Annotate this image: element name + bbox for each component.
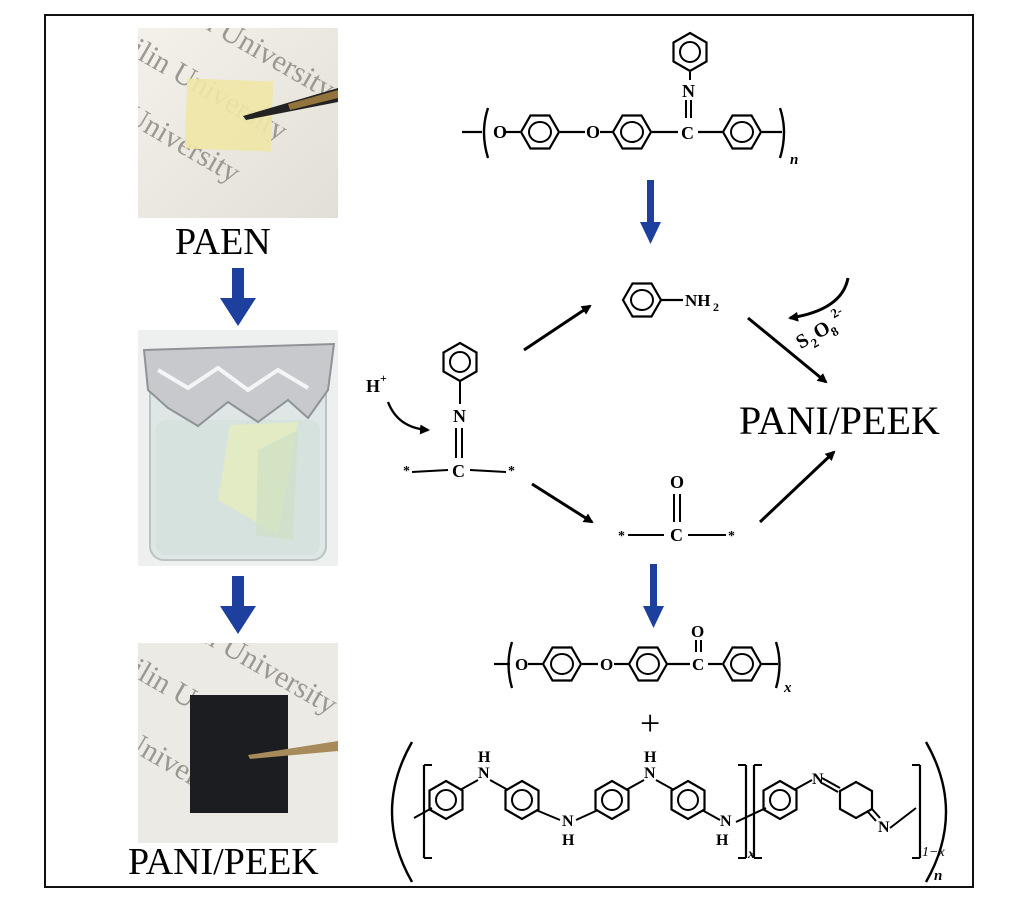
pani-peek-label: PANI/PEEK	[128, 841, 319, 883]
ketone-structure: O C * *	[618, 472, 735, 545]
imine-n: N	[878, 819, 890, 836]
amine-h: H	[562, 832, 575, 849]
amine-h: H	[478, 749, 491, 766]
amine-n: N	[478, 765, 490, 782]
amine-n: N	[644, 765, 656, 782]
imine-n: N	[682, 81, 695, 101]
reaction-arrow	[758, 450, 836, 524]
plus-sign: +	[640, 703, 660, 743]
product-label: PANI/PEEK	[739, 398, 940, 443]
down-arrow-icon	[643, 564, 664, 628]
imine-n: N	[812, 771, 824, 788]
paen-film-photo: Jilin University Jilin University Jilin …	[138, 28, 338, 218]
pani-peek-photo-graphic: Jilin University Jilin University Jilin …	[138, 643, 338, 843]
imine-c: C	[681, 123, 694, 143]
subscript-1-x: 1−x	[922, 845, 945, 860]
star-right: *	[728, 529, 735, 544]
ether-o: O	[586, 122, 600, 142]
carbonyl-c: C	[692, 655, 704, 674]
imine-c: C	[452, 461, 465, 481]
amine-h: H	[716, 832, 729, 849]
tweezers	[248, 741, 338, 759]
ether-o: O	[600, 655, 613, 674]
paen-label: PAEN	[175, 221, 271, 263]
pani-peek-film-photo: Jilin University Jilin University Jilin …	[138, 643, 338, 843]
reaction-arrow	[531, 482, 594, 524]
star-left: *	[403, 464, 410, 479]
star-left: *	[618, 529, 625, 544]
proton-label: H	[366, 376, 380, 396]
proton-charge: +	[380, 371, 387, 385]
amine-label: NH	[685, 291, 711, 310]
amine-subscript: 2	[713, 300, 719, 314]
ether-o: O	[493, 122, 507, 142]
down-arrow-icon	[220, 576, 256, 634]
subscript-x: x	[747, 847, 755, 862]
star-right: *	[508, 464, 515, 479]
imine-n: N	[453, 406, 466, 426]
paen-structure: O O C N n	[462, 31, 798, 168]
amine-n: N	[720, 813, 732, 830]
subscript-x: x	[783, 680, 792, 696]
down-arrow-icon	[640, 180, 661, 244]
oxidant-arrow	[788, 277, 850, 322]
ether-o: O	[515, 655, 528, 674]
pani-structure: n N H N H N H N H x N	[390, 741, 948, 884]
paen-film	[184, 78, 274, 152]
subscript-n: n	[934, 868, 942, 884]
aniline-structure: NH 2	[621, 282, 719, 318]
amine-h: H	[644, 749, 657, 766]
imine-structure: H + N C * *	[366, 341, 515, 481]
carbonyl-o: O	[691, 622, 704, 641]
beaker-photo	[138, 330, 338, 566]
beaker-graphic	[138, 330, 338, 566]
proton-arrow	[386, 401, 430, 435]
ketone-c: C	[670, 525, 683, 545]
reaction-arrow	[747, 316, 828, 384]
down-arrow-icon	[220, 268, 256, 326]
ketone-o: O	[670, 472, 684, 492]
reaction-arrow	[523, 304, 592, 352]
subscript-n: n	[790, 152, 798, 168]
paen-photo-graphic: Jilin University Jilin University Jilin …	[138, 28, 338, 218]
peek-structure: O O C O x	[494, 622, 792, 696]
amine-n: N	[562, 813, 574, 830]
